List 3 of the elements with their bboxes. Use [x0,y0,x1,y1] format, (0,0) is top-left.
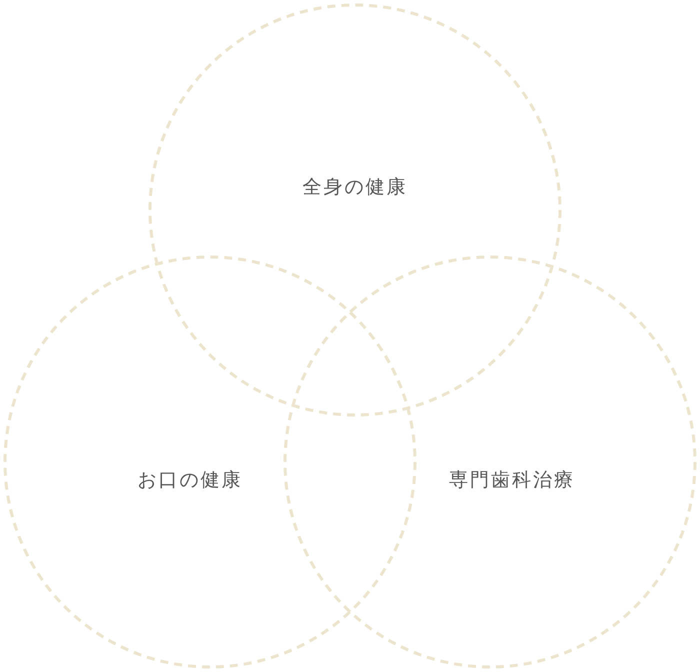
circle-label: 専門歯科治療 [449,468,575,493]
circle-label: お口の健康 [138,468,242,493]
circle-label: 全身の健康 [302,175,408,200]
